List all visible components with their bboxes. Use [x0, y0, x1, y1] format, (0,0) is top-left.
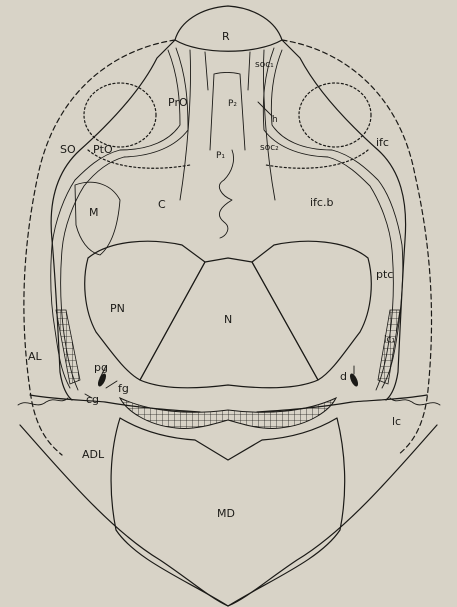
label-pg: pg [94, 361, 108, 374]
label-C: C [158, 198, 166, 211]
label-MD: MD [217, 507, 235, 520]
hatch-bottom [120, 398, 336, 428]
label-cg: cg [86, 393, 99, 406]
label-ifc-b: ifc.b [310, 196, 333, 209]
label-M: M [89, 206, 99, 219]
label-lc: lc [392, 415, 401, 428]
pit-right [348, 372, 359, 387]
label-ADL: ADL [82, 448, 105, 461]
label-soc1: soc₁ [255, 60, 274, 70]
label-SO: SO [60, 143, 76, 156]
hatch-right [378, 310, 400, 384]
label-PtO: PtO [93, 143, 113, 156]
label-PrO: PrO [168, 96, 188, 109]
orbit-canal-dotted [88, 150, 368, 168]
label-ptc: ptc [376, 268, 393, 281]
label-P1: P₁ [216, 151, 225, 161]
label-P2: P₂ [228, 99, 237, 109]
label-AL: AL [28, 350, 43, 363]
plate-PN-left [85, 241, 205, 380]
label-soc2: soc₂ [260, 143, 279, 153]
label-PN: PN [110, 302, 125, 315]
orbit-right [299, 83, 371, 147]
orbit-left [84, 83, 156, 147]
label-fg: fg [118, 382, 129, 395]
plate-PN-right [252, 241, 371, 380]
leader-lines [85, 102, 354, 398]
label-h: h [272, 115, 278, 125]
label-lc1: lc₁ [384, 335, 395, 345]
jaw-outline [20, 395, 437, 606]
head-shield-outline [51, 6, 405, 400]
label-ifc: ifc [376, 136, 389, 149]
label-d: d [340, 370, 347, 383]
label-R: R [222, 30, 230, 43]
label-N: N [224, 313, 232, 326]
